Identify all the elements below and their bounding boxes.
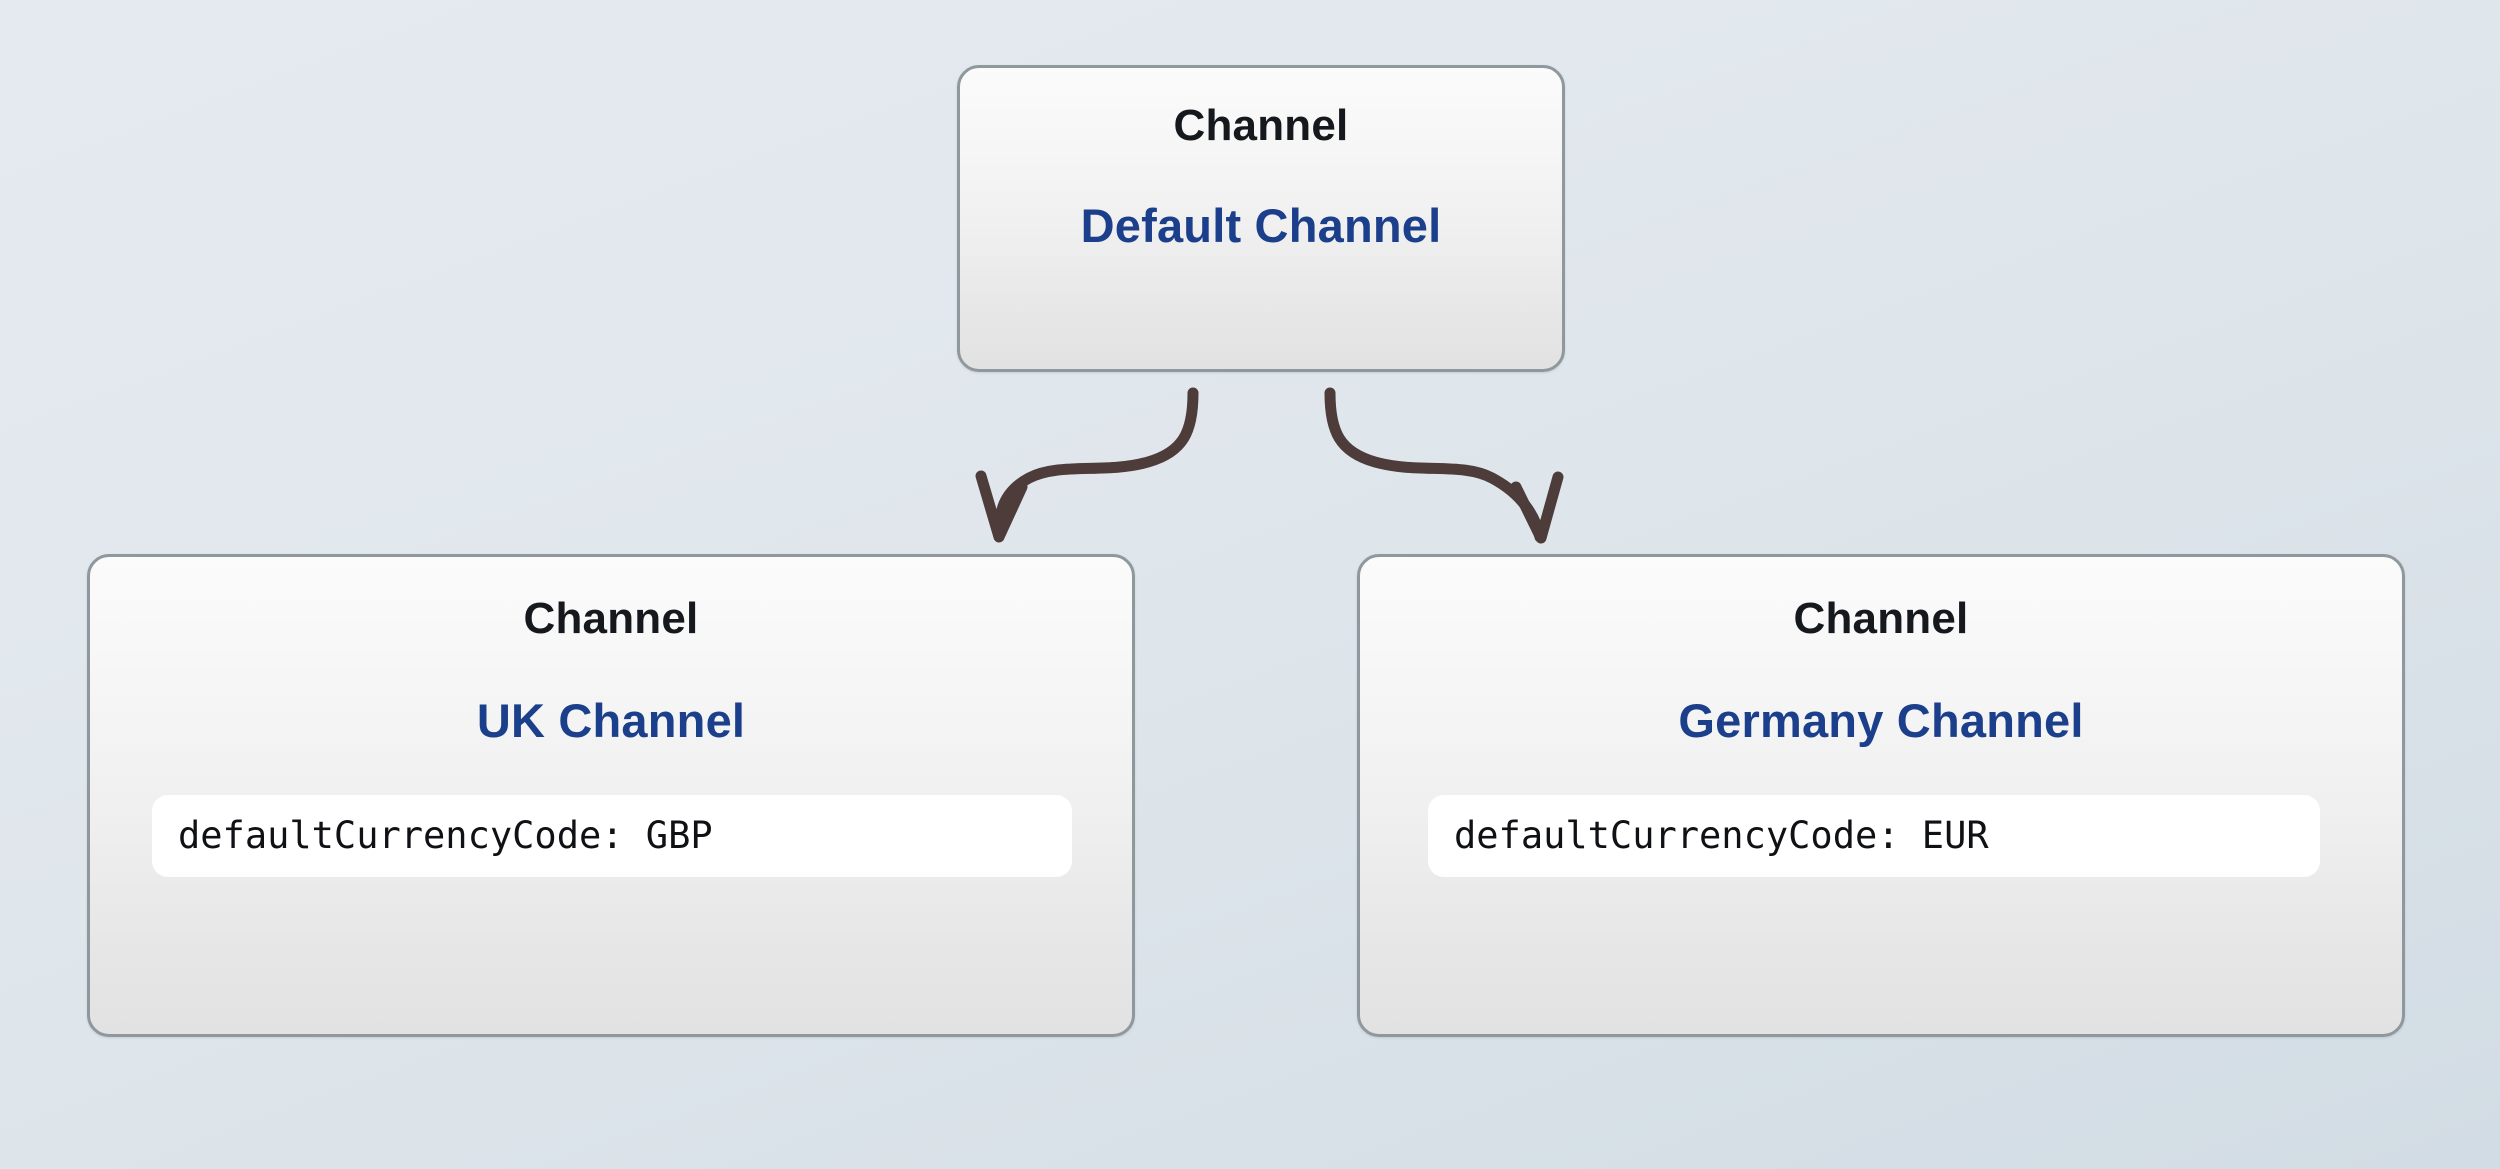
node-type-label: Channel xyxy=(523,594,699,643)
node-germany-channel[interactable]: Channel Germany Channel defaultCurrencyC… xyxy=(1357,554,2405,1037)
node-name-label: Default Channel xyxy=(1080,199,1442,252)
node-type-label: Channel xyxy=(1793,594,1969,643)
edge-root-to-germany xyxy=(1324,387,1564,544)
property-default-currency-code: defaultCurrencyCode: EUR xyxy=(1428,795,2320,877)
property-list: defaultCurrencyCode: GBP xyxy=(90,795,1132,877)
node-uk-channel[interactable]: Channel UK Channel defaultCurrencyCode: … xyxy=(87,554,1135,1037)
node-name-label: UK Channel xyxy=(476,694,746,747)
node-default-channel[interactable]: Channel Default Channel xyxy=(957,65,1565,372)
property-list: defaultCurrencyCode: EUR xyxy=(1360,795,2402,877)
edge-root-to-uk xyxy=(975,387,1199,543)
property-default-currency-code: defaultCurrencyCode: GBP xyxy=(152,795,1072,877)
node-type-label: Channel xyxy=(1173,101,1349,150)
node-name-label: Germany Channel xyxy=(1678,694,2084,747)
